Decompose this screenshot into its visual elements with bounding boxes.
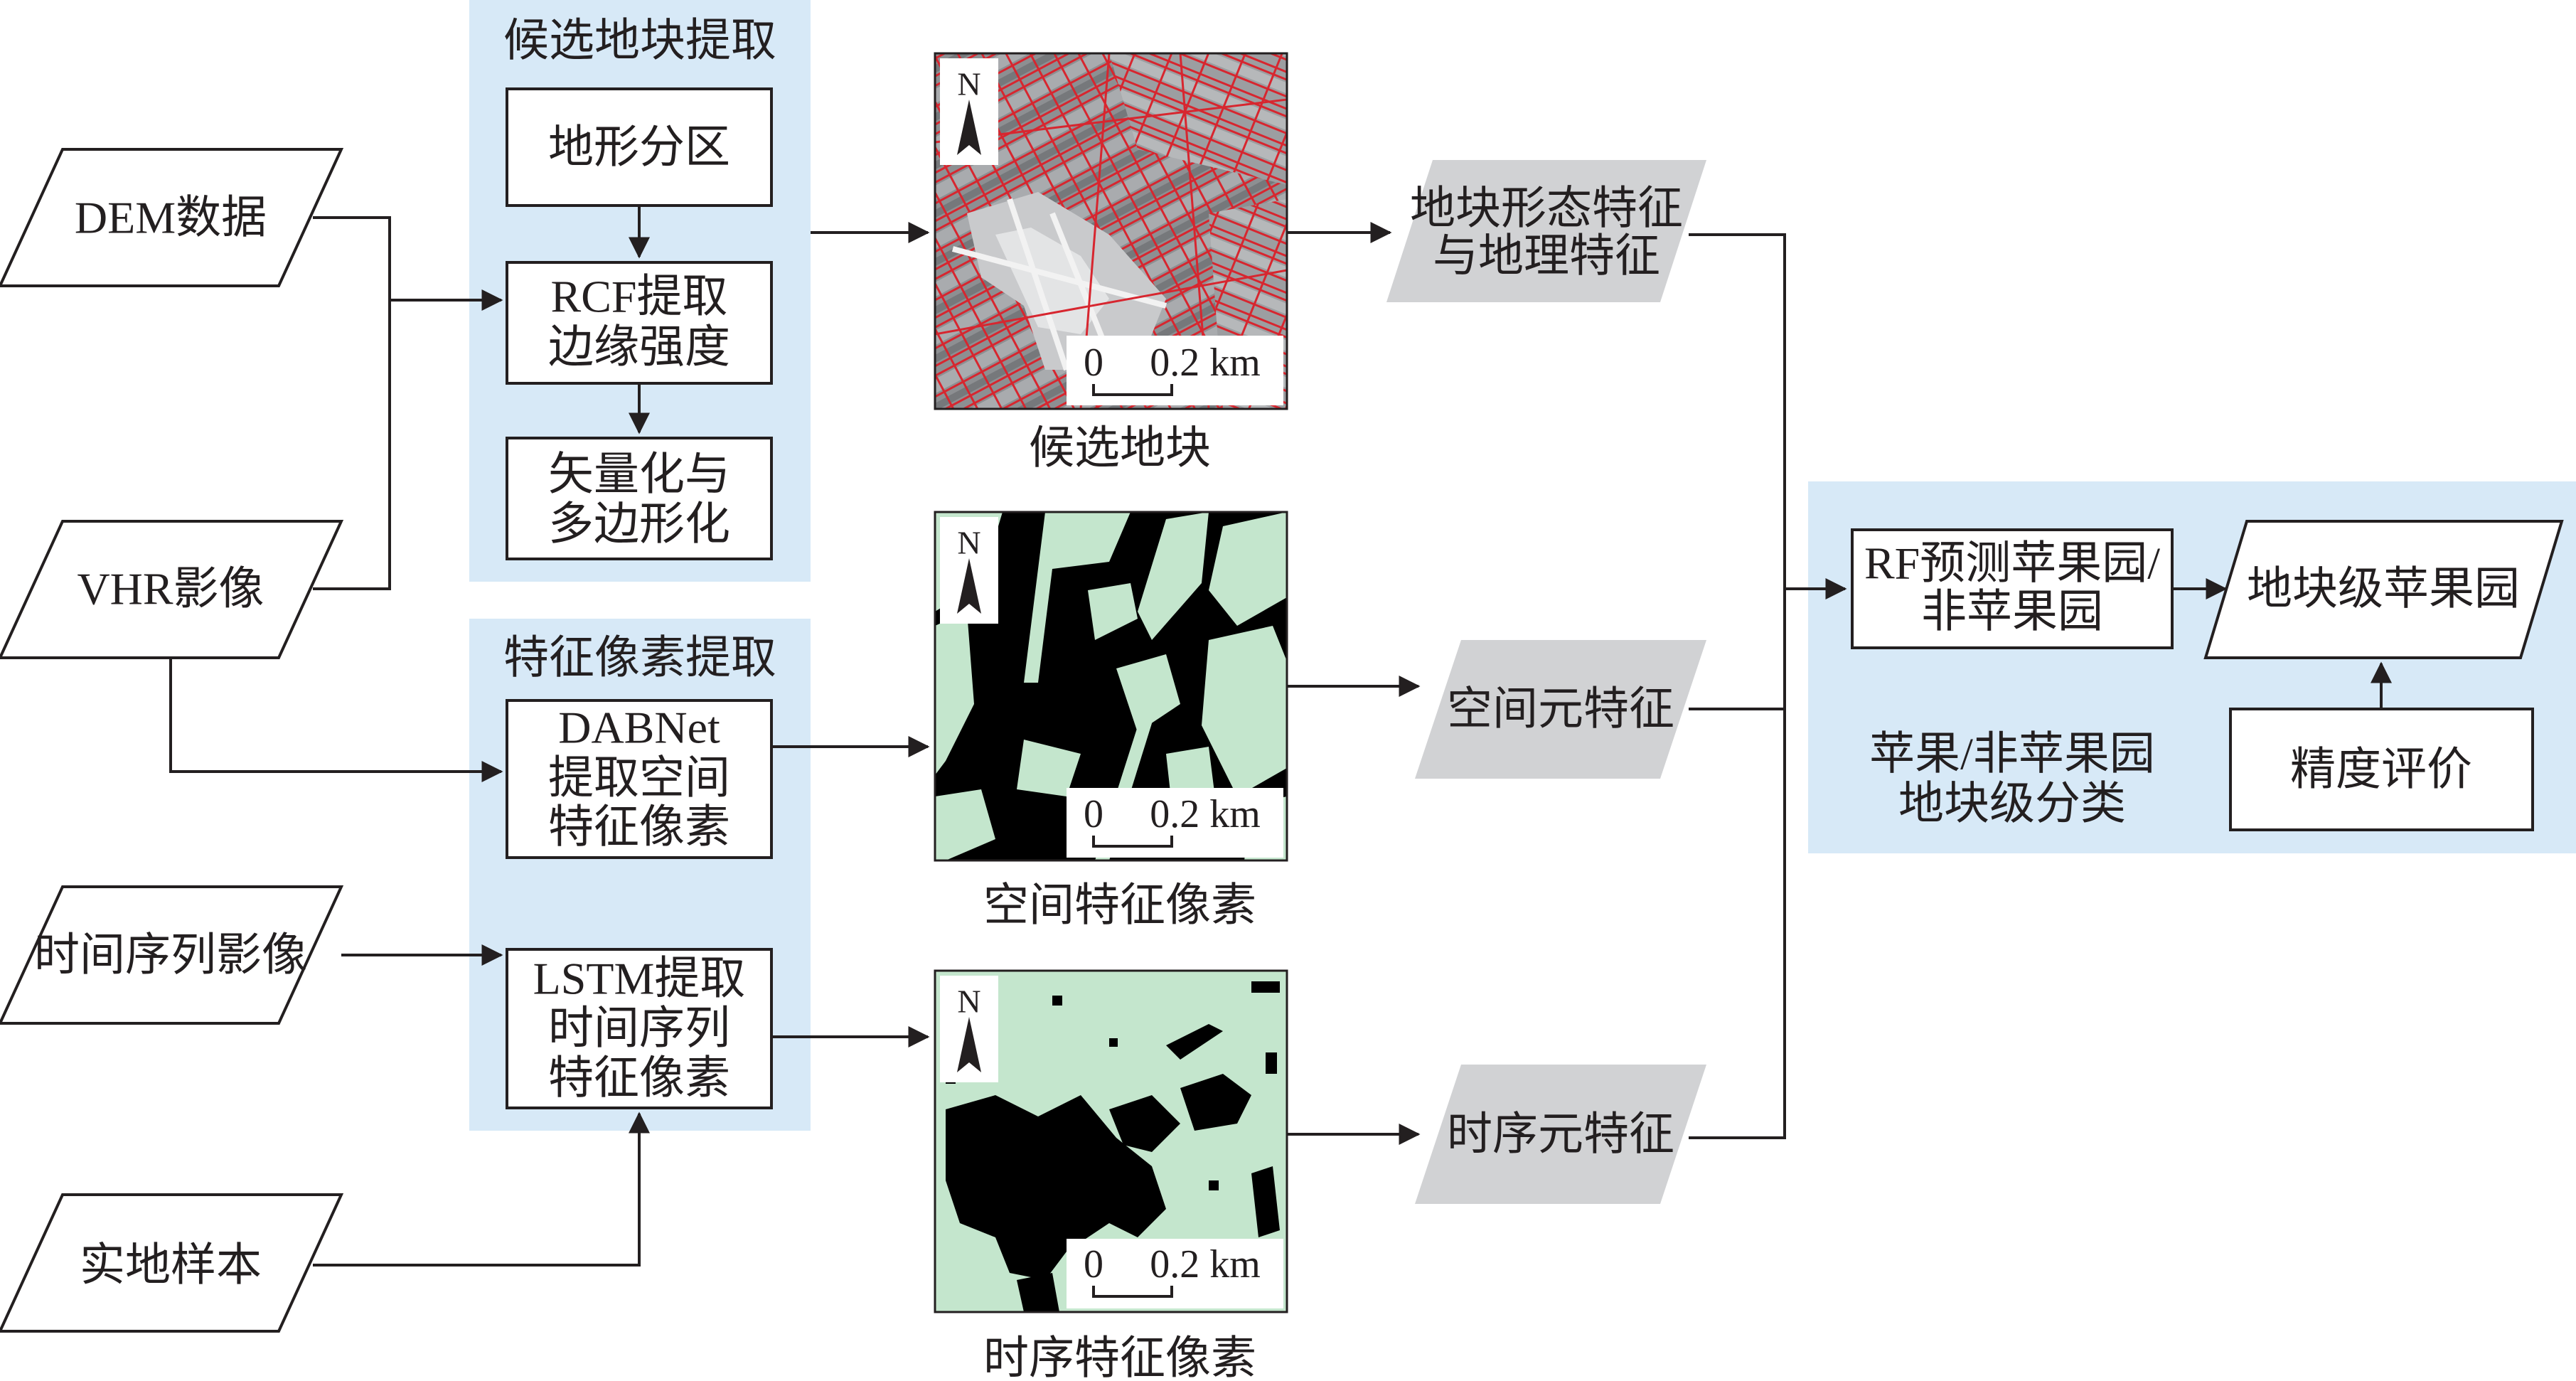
step-rcf-edge: RCF提取 边缘强度 xyxy=(506,261,773,385)
feature-panel-title: 特征像素提取 xyxy=(503,633,776,683)
rf-box-line1: RF预测苹果园/ xyxy=(1864,538,2160,589)
input-dem-label: DEM数据 xyxy=(75,193,267,243)
output-parcel-orchard: 地块级苹果园 xyxy=(2203,520,2564,659)
candidate-panel-title: 候选地块提取 xyxy=(503,16,776,66)
feature-morph-geo: 地块形态特征 与地理特征 xyxy=(1386,160,1706,302)
step-dabnet-line1: DABNet xyxy=(558,703,720,753)
scale-value-1: 0.2 km xyxy=(1150,341,1261,385)
rf-box-line2: 非苹果园 xyxy=(1921,587,2103,637)
north-label-1: N xyxy=(957,66,980,102)
scale-zero-2: 0 xyxy=(1084,792,1103,836)
scale-bar-1: 0 0.2 km xyxy=(1067,336,1283,405)
step-terrain-zoning-label: 地形分区 xyxy=(548,122,730,173)
north-arrow-2: N xyxy=(940,517,998,624)
connector-dem xyxy=(313,216,391,300)
scale-value-2: 0.2 km xyxy=(1150,792,1261,836)
feature-temporal-label: 时序元特征 xyxy=(1447,1109,1674,1160)
north-label-2: N xyxy=(957,525,980,561)
step-dabnet-line3: 特征像素 xyxy=(548,802,730,853)
step-vectorize-line2: 多边形化 xyxy=(548,499,730,550)
scale-zero-1: 0 xyxy=(1084,341,1103,385)
scale-bar-3: 0 0.2 km xyxy=(1067,1239,1283,1308)
step-rcf-edge-line1: RCF提取 xyxy=(551,272,728,322)
accuracy-evaluation-box: 精度评价 xyxy=(2229,708,2534,831)
connector-morph-merge xyxy=(1689,233,1786,1139)
input-samples: 实地样本 xyxy=(0,1193,344,1333)
input-timeseries: 时间序列影像 xyxy=(0,885,344,1025)
output-label: 地块级苹果园 xyxy=(2247,564,2520,614)
arrow-vhr-to-dabnet xyxy=(169,658,503,782)
map-caption-temporal: 时序特征像素 xyxy=(983,1333,1256,1381)
step-dabnet: DABNet 提取空间 特征像素 xyxy=(506,699,773,859)
feature-morph-line2: 与地理特征 xyxy=(1433,231,1660,282)
step-rcf-edge-line2: 边缘强度 xyxy=(548,322,730,373)
step-dabnet-line2: 提取空间 xyxy=(548,753,730,804)
north-arrow-1: N xyxy=(940,58,998,165)
step-vectorize-line1: 矢量化与 xyxy=(548,449,730,500)
rf-prediction-box: RF预测苹果园/ 非苹果园 xyxy=(1851,528,2174,649)
step-lstm-line1: LSTM提取 xyxy=(533,954,746,1004)
step-terrain-zoning: 地形分区 xyxy=(506,87,773,207)
feature-spatial-meta: 空间元特征 xyxy=(1415,640,1706,779)
input-samples-label: 实地样本 xyxy=(80,1240,262,1291)
feature-morph-line1: 地块形态特征 xyxy=(1410,183,1683,234)
step-lstm: LSTM提取 时间序列 特征像素 xyxy=(506,948,773,1109)
arrow-samples-to-lstm xyxy=(313,1111,650,1267)
step-lstm-line2: 时间序列 xyxy=(548,1003,730,1054)
north-arrow-3: N xyxy=(940,976,998,1082)
map-caption-spatial: 空间特征像素 xyxy=(983,880,1256,931)
step-lstm-line3: 特征像素 xyxy=(548,1053,730,1104)
input-vhr: VHR影像 xyxy=(0,520,344,659)
classification-caption-line2: 地块级分类 xyxy=(1898,779,2126,829)
scale-bar-2: 0 0.2 km xyxy=(1067,788,1283,858)
feature-spatial-label: 空间元特征 xyxy=(1447,684,1674,735)
accuracy-label: 精度评价 xyxy=(2290,745,2472,795)
step-vectorize: 矢量化与 多边形化 xyxy=(506,437,773,560)
map-caption-candidate: 候选地块 xyxy=(1029,423,1211,474)
scale-value-3: 0.2 km xyxy=(1150,1242,1261,1286)
north-label-3: N xyxy=(957,983,980,1020)
input-dem: DEM数据 xyxy=(0,148,344,287)
connector-vhr xyxy=(313,300,391,590)
feature-temporal-meta: 时序元特征 xyxy=(1415,1065,1706,1204)
input-timeseries-label: 时间序列影像 xyxy=(34,930,307,981)
scale-zero-3: 0 xyxy=(1084,1242,1103,1286)
input-vhr-label: VHR影像 xyxy=(77,564,264,614)
classification-caption-line1: 苹果/非苹果园 xyxy=(1869,729,2155,779)
